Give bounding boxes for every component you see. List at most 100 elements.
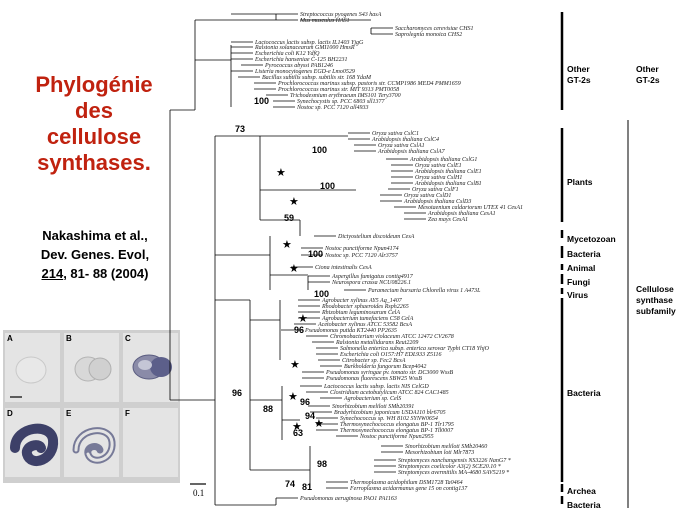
taxon-label: Clostridium acetobutylicum ATCC 824 CAC1… <box>330 389 449 396</box>
taxon-label: Lactococcus lactis subsp. lactis IL1403 … <box>254 39 364 46</box>
citation-journal: Dev. Genes. Evol, <box>40 247 150 262</box>
node-star: ★ <box>288 391 298 403</box>
taxon-label: Agrobacterium sp. CelS <box>343 396 401 402</box>
taxon-label: Pseudomonas syringae pv. tomato str. DC3… <box>325 370 454 376</box>
taxon-label: Streptococcus pyogenes S43 hasA <box>300 11 382 18</box>
taxon-label: Thermoplasma acidophilum DSM1728 Ta0464 <box>350 479 463 486</box>
taxon-label: Oryza sativa CslD1 <box>404 193 451 199</box>
photo-cell-c: C <box>123 333 178 402</box>
taxon-label: Trichodesmium erythraeum IMS101 Tery3700 <box>290 93 401 99</box>
citation-volume: 214 <box>41 266 64 281</box>
taxon-label: Dictyostelium discoideum CesA <box>337 234 415 240</box>
embryo-image <box>10 423 58 466</box>
taxon-label: Pyrococcus abyssi PAB1246 <box>264 62 333 69</box>
bootstrap-value: 96 <box>294 325 304 335</box>
taxon-label: Synechocystis sp. PCC 6803 sll1377 <box>297 99 385 105</box>
taxon-label: Oryza sativa CslF1 <box>412 187 459 193</box>
taxon-label: Nostoc sp. PCC 7120 Alr3757 <box>324 253 399 259</box>
taxon-label: Arabidopsis thaliana CslC4 <box>371 136 439 143</box>
taxon-label: Ralstonia metallidurans Reut2209 <box>335 340 418 346</box>
taxon-label: Agrobacter xylinus AY5 Aq_1407 <box>321 297 403 304</box>
taxon-label: Mesorhizobium loti Mlr7873 <box>404 450 474 456</box>
taxon-label: Escherichia hanseniae C-125 BH2231 <box>254 57 347 63</box>
subfamily-label: Cellulose <box>636 284 674 294</box>
photo-cell-b: B <box>64 333 119 402</box>
taxon-label: Arabidopsis thaliana CesA1 <box>427 211 496 217</box>
taxon-label: Escherichia coli K12 YdfQ <box>254 50 320 57</box>
taxon-label: Zea mays CesA1 <box>428 217 468 223</box>
subfamily-label: subfamily <box>636 306 676 316</box>
taxon-label: Saccharomyces cerevisiae CHS1 <box>395 26 474 32</box>
node-star: ★ <box>289 263 299 275</box>
embryo-image <box>74 356 112 382</box>
embryo-image <box>132 354 172 380</box>
taxon-label: Acetobacter xylinus ATCC 53582 BcsA <box>317 322 412 328</box>
node-star: ★ <box>314 418 324 430</box>
tree-branches <box>169 13 426 506</box>
taxon-label: Agrobacterium tumefaciens C58 CelA <box>321 315 414 322</box>
taxon-label: Thermosynechococcus elongatus BP-1 Tll00… <box>340 428 454 434</box>
taxon-label: Arabidopsis thaliana CslD3 <box>403 199 471 205</box>
bootstrap-value: 94 <box>305 411 315 421</box>
photo-label: B <box>66 334 72 343</box>
taxon-label: Arabidopsis thaliana CslA7 <box>377 149 446 155</box>
node-star: ★ <box>276 167 286 179</box>
taxon-label: Streptomyces avermitilis MA-4680 SAV5219… <box>398 469 509 476</box>
photo-cell-a: A <box>5 333 60 402</box>
photo-cell-d: D <box>5 408 60 477</box>
bootstrap-value: 73 <box>235 124 245 134</box>
taxon-label: Rhodobacter sphaeroides Rsph2265 <box>321 304 409 310</box>
scale-bar-label: 0.1 <box>193 488 205 498</box>
taxon-label: Ralstonia solanacearum GMI1000 HmsR <box>254 45 355 51</box>
taxon-label: Nostoc punctiforme Npun4174 <box>324 245 399 252</box>
taxon-label: Paramecium bursaria Chlorella virus 1 A4… <box>367 287 481 294</box>
taxon-label: Neurospora crassa NCU08226.1 <box>331 280 411 286</box>
subfamily-label: synthase <box>636 295 673 305</box>
taxon-label: Oryza sativa CslE1 <box>415 163 462 169</box>
bootstrap-value: 98 <box>317 459 327 469</box>
title-line: synthases. <box>37 150 151 175</box>
taxon-label: Ferroplasma acidarmanus gene 15 on conti… <box>349 486 468 492</box>
clade-label: Bacteria <box>567 249 601 259</box>
taxon-label: Saprolegnia monoica CHS2 <box>395 32 462 38</box>
taxon-label: Mus musculus HAS1 <box>299 18 350 24</box>
photo-label: F <box>125 409 130 418</box>
taxon-label: Pseudomonas aeruginosa PAO1 PA1163 <box>299 496 397 502</box>
clade-label: Other <box>567 64 590 74</box>
node-star: ★ <box>282 239 292 251</box>
clade-brackets: OtherGT-2sPlantsMycetozoanBacteriaAnimal… <box>560 12 676 510</box>
photo-cell-e: E <box>64 408 119 477</box>
citation: Nakashima et al., Dev. Genes. Evol, 214,… <box>10 226 180 283</box>
taxon-label: Arabidopsis thaliana CslG1 <box>409 157 477 163</box>
bootstrap-value: 81 <box>302 482 312 492</box>
clade-label: Bacteria <box>567 388 601 398</box>
title-line: cellulose <box>46 124 142 149</box>
bootstrap-value: 100 <box>320 181 335 191</box>
clade-label: Plants <box>567 177 593 187</box>
taxon-label: Listeria monocytogenes EGD-e Lmo0529 <box>254 69 355 75</box>
taxon-label: Pseudomonas putida KT2440 PP2635 <box>304 327 397 334</box>
taxon-label: Prochlorococcus marinus str. MIT 9313 PM… <box>277 87 399 93</box>
taxon-label: Chromobacterium violaceum ATCC 12472 CV2… <box>330 333 454 340</box>
taxon-label: Arabidopsis thaliana CslE1 <box>414 169 482 175</box>
node-stars: ★★★★★★★★★ <box>276 167 324 433</box>
clade-label: GT-2s <box>567 75 591 85</box>
slide-title: Phylogénie des cellulose synthases. <box>14 72 174 176</box>
photo-cell-f: F <box>123 408 178 477</box>
taxon-label: Aspergillus fumigatus contig4917 <box>331 273 414 280</box>
embryo-image <box>72 427 116 464</box>
taxon-label: Citrobacter sp. Fec2 BcsA <box>342 358 406 364</box>
title-line: Phylogénie <box>35 72 153 97</box>
taxon-label: Lactococcus lactis subsp. lactis NIS Cel… <box>323 384 429 390</box>
taxon-label: Oryza sativa CslC1 <box>372 131 419 137</box>
taxon-label: Oryza sativa CslH1 <box>415 175 462 181</box>
node-star: ★ <box>292 421 302 433</box>
taxon-label: Streptomyces coelicolor A3(2) SCE20.10 * <box>398 463 501 470</box>
taxon-label: Streptomyces nanchangensis NS3226 NanG7 … <box>398 458 511 464</box>
taxon-label: Pseudomonas fluorescens SBW25 WssB <box>325 375 422 382</box>
citation-pages: , 81- 88 (2004) <box>63 266 149 281</box>
taxon-label: Rhizobium leguminosarum CelA <box>321 310 400 316</box>
bootstrap-value: 100 <box>254 96 269 106</box>
